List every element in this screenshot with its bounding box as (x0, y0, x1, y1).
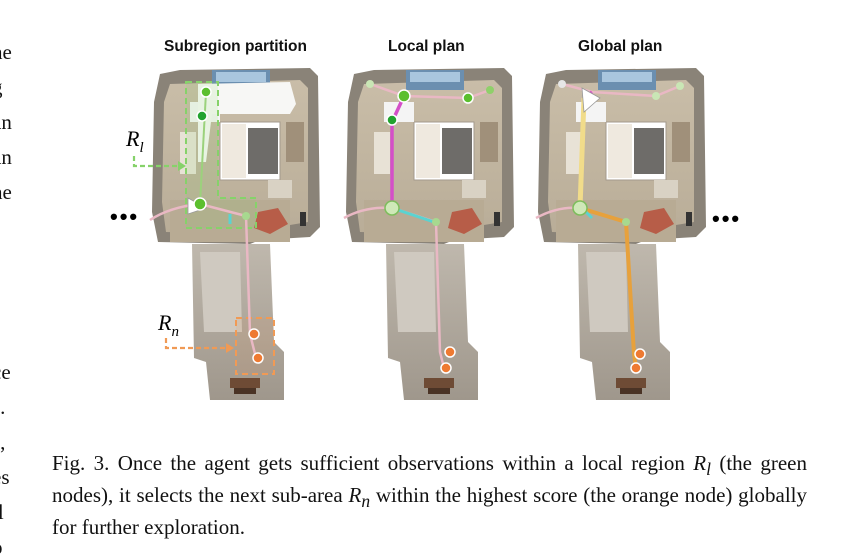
margin-fragment: he (0, 180, 12, 204)
margin-fragment: s, (0, 430, 6, 454)
margin-fragment: es (0, 465, 10, 489)
caption-part: (the green nodes), it selects the next s… (52, 451, 807, 508)
rn-label: Rn (157, 310, 179, 340)
panel-title-global: Global plan (578, 38, 663, 55)
margin-fragment: o (0, 535, 3, 559)
caption-part: within the highest score (the orange nod… (52, 483, 807, 540)
floorplan-figure: Rl Rn ••• ••• (110, 67, 741, 401)
margin-fragment: s. (0, 395, 6, 419)
margin-fragment: he (0, 40, 12, 64)
panel-subregion (149, 67, 321, 401)
panel-title-subregion: Subregion partition (164, 38, 307, 55)
rl-label: Rl (125, 126, 144, 156)
margin-fragment: g (0, 75, 3, 99)
caption-symbol-rl: Rl (693, 451, 711, 480)
ellipsis-right: ••• (712, 206, 741, 231)
rl-arrow (132, 156, 180, 168)
figure-caption: Fig. 3. Once the agent gets sufficient o… (52, 450, 807, 540)
caption-symbol-rn: Rn (348, 483, 371, 512)
ellipsis-left: ••• (110, 204, 139, 229)
caption-part: Fig. 3. Once the agent gets sufficient o… (52, 451, 694, 475)
margin-fragment: ce (0, 360, 11, 384)
margin-fragment: an (0, 110, 12, 134)
margin-fragment: ll (0, 500, 4, 524)
panel-global (535, 67, 707, 401)
panel-title-local: Local plan (388, 38, 465, 55)
rn-arrow (164, 338, 228, 350)
panel-local (343, 67, 515, 401)
margin-fragment: an (0, 145, 12, 169)
